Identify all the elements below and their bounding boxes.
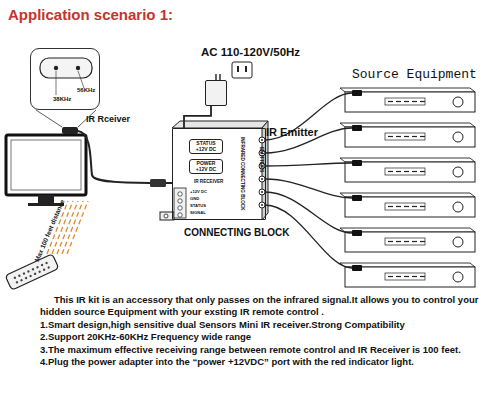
- status-indicator-box: STATUS +12V DC: [189, 139, 223, 154]
- part-label: IR Emitter: [266, 126, 318, 139]
- tv-frame: [6, 135, 86, 195]
- tv-stand: [38, 195, 54, 203]
- receiver-inset: 56KHz 38KHz: [30, 48, 100, 110]
- emitter-wires: [265, 93, 352, 268]
- ir-receiver: [62, 127, 78, 134]
- leader-line: [56, 71, 57, 95]
- power-socket: [232, 62, 252, 78]
- part-label: IR Rceiver: [86, 114, 130, 124]
- emitter-jacks: [259, 137, 265, 208]
- frequency-label: 56KHz: [77, 87, 95, 94]
- receiver-cable: [78, 131, 150, 183]
- pin-name: STATUS: [190, 204, 206, 209]
- socket-slot: [237, 66, 239, 72]
- power-cable: [184, 106, 211, 128]
- port-group-label: EMITTERS: [259, 147, 265, 172]
- remote-control: [5, 254, 59, 290]
- sensor: [54, 66, 58, 70]
- connecting-block: IR RECEIVER +12V DC GND STATUS SIGNAL EMITTER…: [172, 128, 266, 220]
- description-block: This IR kit is an accessory that only pa…: [40, 294, 496, 368]
- indicator-label: POWER +12V DC: [193, 161, 219, 172]
- leader-line: [78, 71, 84, 88]
- feature-item: 4.Plug the power adapter into the “power…: [40, 356, 496, 368]
- indicator-label: STATUS +12V DC: [193, 141, 219, 152]
- device-marking: INFRARED CONNECTING BLOCK: [239, 137, 244, 211]
- description: This IR kit is an accessory that only pa…: [40, 294, 496, 319]
- feature-item: 2.Support 20KHz-60KHz Frequency wide ran…: [40, 331, 496, 343]
- title: Application scenario 1:: [8, 6, 173, 23]
- pin-name: SIGNAL: [190, 211, 206, 216]
- mount-hole: [164, 214, 168, 218]
- terminal-screws: [178, 192, 182, 217]
- sensor: [76, 66, 80, 70]
- feature-item: 3.The maximum effective receiving range …: [40, 344, 496, 356]
- pin-name: +12V DC: [190, 190, 207, 195]
- block-top: [172, 121, 268, 128]
- group-label: Source Equipment: [352, 68, 477, 83]
- terminal-strip: [174, 188, 186, 218]
- port-label: IR RECEIVER: [194, 179, 223, 184]
- feature-item: 1.Smart design,high sensitive dual Senso…: [40, 319, 496, 331]
- power-adapter: AC 110-120V/50Hz: [205, 80, 227, 106]
- pin-name: GND: [190, 197, 199, 202]
- power-indicator-box: POWER +12V DC: [189, 159, 223, 174]
- zoom-line: [36, 110, 62, 127]
- source-equipment: [340, 88, 475, 287]
- power-spec: AC 110-120V/50Hz: [201, 46, 300, 59]
- block-name: CONNECTING BLOCK: [184, 227, 290, 238]
- frequency-label: 38KHz: [53, 96, 71, 103]
- plug: [150, 179, 166, 187]
- receiver-device: [40, 58, 92, 78]
- tv-screen: [11, 140, 81, 190]
- socket-slot: [245, 66, 247, 72]
- distance-note: Max 100 feet distance: [33, 198, 66, 262]
